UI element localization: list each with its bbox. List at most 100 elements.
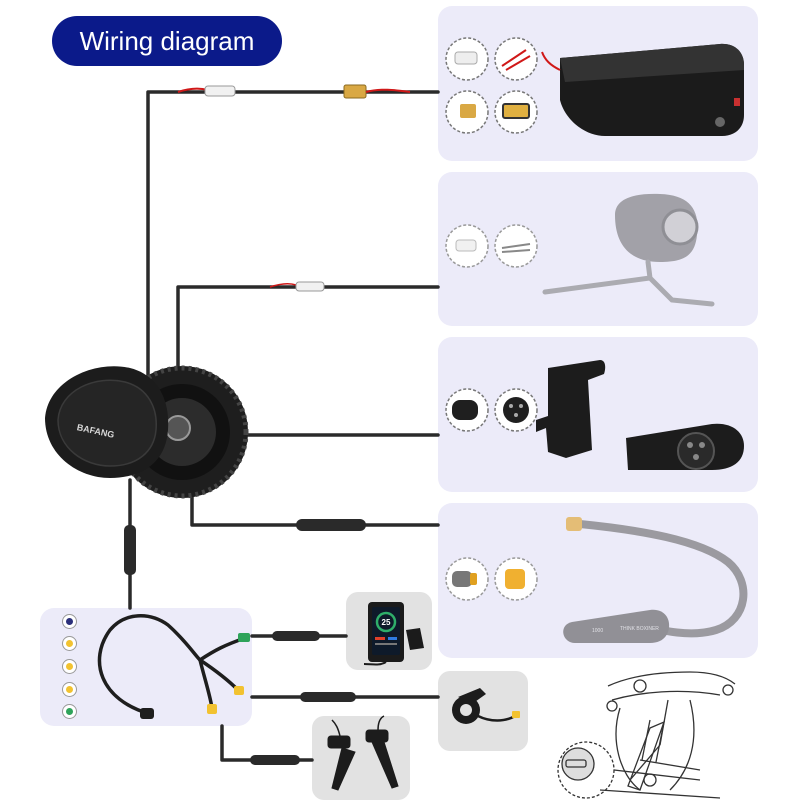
yellow-core-1	[66, 640, 73, 647]
sensor-label-a: 1000	[592, 628, 603, 634]
sketch-motor-badge	[565, 759, 587, 768]
harness-inline-plug	[124, 525, 136, 575]
left-brake-clamp	[327, 735, 351, 749]
headlight-thumbs	[445, 224, 538, 268]
sketch-seat-stay	[613, 759, 701, 781]
battery-thumbs	[445, 37, 538, 134]
motor-housing-rim	[57, 379, 157, 467]
sketch-handlebar-2	[611, 690, 721, 701]
headlight-red-wire	[269, 282, 297, 288]
speed-sensor-thumbs	[445, 557, 538, 601]
sketch-grip-1	[606, 700, 618, 712]
navy-core	[66, 618, 73, 625]
connector-thumbs	[445, 388, 538, 432]
thumb-red-wire	[494, 37, 538, 81]
connector-plug-face	[677, 432, 715, 470]
sketch-cable-2	[669, 699, 695, 791]
headlight-cable	[176, 285, 440, 382]
display-speed: 25	[382, 618, 391, 627]
xt-plug-gold	[460, 104, 476, 118]
connector-face-pin-1	[509, 404, 513, 408]
brake-inline-plug	[250, 755, 300, 765]
connector-bracket	[536, 360, 606, 458]
battery-inline-plug-white	[204, 85, 236, 97]
connector-side-plug	[452, 400, 478, 420]
display-bar-2	[388, 637, 397, 640]
sketch-battery	[627, 720, 666, 791]
sketch-display	[633, 679, 647, 693]
right-brake-clamp	[365, 729, 389, 743]
brake-cable	[220, 724, 314, 762]
sketch-handlebar	[607, 671, 736, 687]
battery-top	[560, 43, 744, 82]
motor-icon: BAFANG	[45, 365, 249, 499]
battery-lock	[715, 117, 725, 127]
right-brake-lever	[371, 741, 399, 789]
harness-end-green	[238, 633, 250, 642]
harness-connector-navy	[62, 614, 77, 629]
page-title: Wiring diagram	[79, 25, 255, 56]
battery-red-wire-2	[365, 88, 411, 93]
xt-socket	[502, 103, 530, 119]
thumb-throttle-icon	[452, 688, 520, 724]
harness-main	[97, 614, 202, 716]
display-wire	[363, 661, 387, 666]
chainring-hub	[165, 415, 191, 441]
white-plug	[454, 51, 478, 65]
battery-cable	[146, 90, 440, 402]
sketch-brake-1	[643, 773, 657, 787]
display-inline-plug	[272, 631, 320, 641]
harness-connector-yellow-3	[62, 682, 77, 697]
title-badge: Wiring diagram	[52, 16, 282, 66]
display-icon: 25	[363, 602, 424, 666]
headlight-plug-white	[455, 239, 477, 252]
sensor-plug-tip	[470, 573, 477, 585]
connector-face	[503, 397, 529, 423]
battery-port	[734, 98, 740, 106]
sensor-label-b: THINK BOXINER	[620, 626, 659, 632]
connector-pin-1	[687, 442, 693, 448]
sensor-body	[563, 609, 670, 643]
sensor-plug-grey	[452, 571, 472, 587]
yellow-core-2	[66, 663, 73, 670]
headlight-inline-plug	[295, 281, 325, 292]
bike-sketch-icon	[557, 671, 736, 799]
speed-inline-plug	[296, 519, 366, 531]
display-remote	[406, 628, 424, 650]
headlight-icon	[542, 193, 715, 307]
harness-connector-green	[62, 704, 77, 719]
harness-end-yellow-1	[234, 686, 244, 695]
battery-icon	[541, 43, 744, 136]
battery-lead	[541, 51, 561, 71]
display-bar-3	[375, 643, 397, 645]
headlight-bracket	[542, 259, 715, 307]
yellow-core-3	[66, 686, 73, 693]
connector-face-pin-2	[519, 404, 523, 408]
throttle-wire	[477, 714, 516, 722]
throttle-lever	[458, 688, 486, 704]
red-wire-tips	[501, 49, 531, 71]
brake-wire-left	[331, 719, 341, 737]
sketch-cable-1	[615, 707, 641, 791]
headlight-wire-tips	[501, 243, 531, 253]
throttle-connector-icon	[536, 360, 744, 470]
harness-end-yellow-2	[207, 704, 217, 714]
connector-pin-3	[693, 454, 699, 460]
throttle-plug	[512, 711, 520, 718]
brake-levers-icon	[327, 715, 399, 791]
inline-connectors	[124, 84, 411, 765]
harness-connector-yellow-1	[62, 636, 77, 651]
harness-connector-yellow-2	[62, 659, 77, 674]
headlight-lens	[661, 208, 699, 246]
chainring-teeth	[115, 365, 249, 499]
display-bar-1	[375, 637, 385, 640]
sensor-socket	[505, 569, 525, 589]
sensor-cable-loop	[576, 520, 748, 638]
connector-face-pin-3	[514, 413, 518, 417]
speed-sensor-icon: 1000 THINK BOXINER	[563, 517, 748, 643]
headlight-panel	[438, 172, 758, 326]
sketch-chainstay	[599, 789, 721, 799]
throttle-ring-hole	[460, 704, 472, 716]
sketch-down-tube	[629, 744, 661, 781]
